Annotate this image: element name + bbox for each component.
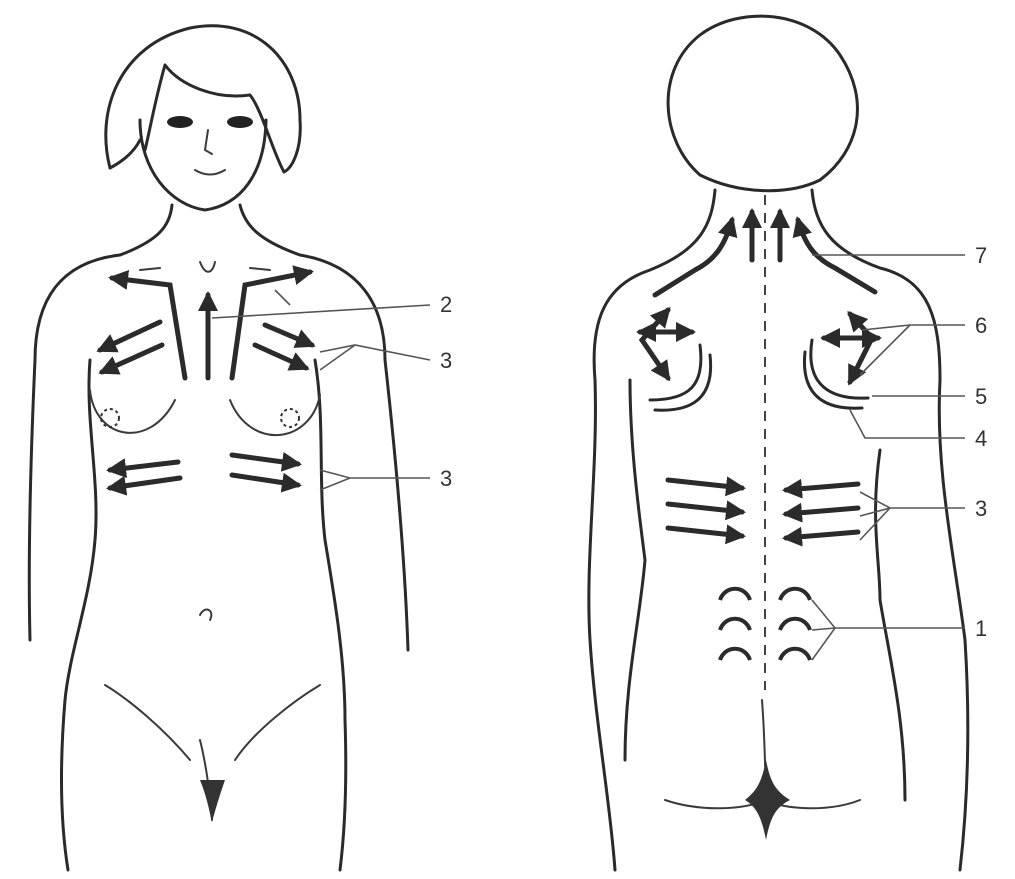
front-left-outline [29, 255, 120, 640]
arrow-left-upper-2 [102, 345, 162, 372]
front-neck [120, 205, 300, 255]
front-left-waist [62, 360, 96, 870]
front-right-outline [300, 255, 408, 650]
front-figure [29, 26, 430, 870]
clavicle-marks [140, 262, 270, 272]
arrow-right-upper-1 [265, 325, 312, 345]
back-head [668, 16, 857, 191]
navel [200, 610, 211, 620]
arrow-right-upper-2 [255, 345, 306, 368]
leader-4 [850, 410, 965, 438]
arrow-neck-left [655, 220, 732, 295]
arrow-left-lower-1 [110, 462, 178, 470]
leader-3-lower [320, 470, 430, 490]
arrow-right-lower-1 [232, 455, 298, 464]
scapula-curve-right [811, 340, 868, 398]
arrow-back-left-1 [668, 480, 742, 488]
arrow-neck-right [798, 220, 875, 292]
front-right-waist [315, 360, 346, 870]
arrow-back-left-3 [668, 528, 742, 536]
left-breast [90, 390, 175, 433]
label-front-3-upper: 3 [440, 348, 452, 373]
back-left-inner [625, 380, 645, 760]
leader-3-upper [320, 345, 430, 370]
label-back-1: 1 [975, 616, 987, 641]
groin-mark [200, 780, 225, 822]
label-front-3-lower: 3 [440, 466, 452, 491]
arrow-back-right-1 [786, 484, 858, 490]
front-face [140, 120, 266, 210]
right-eye [227, 116, 253, 128]
label-back-5: 5 [975, 384, 987, 409]
arrow-back-left-2 [668, 504, 742, 512]
right-breast [230, 395, 320, 435]
label-back-3: 3 [975, 496, 987, 521]
back-figure [589, 16, 968, 870]
label-back-4: 4 [975, 426, 987, 451]
scapula-curve-left-2 [655, 355, 711, 410]
arrow-right-lower-2 [232, 475, 298, 485]
arrow-scap-right-v [850, 314, 872, 382]
mouth [195, 170, 225, 175]
arrow-left-upper-1 [100, 322, 160, 350]
right-nipple [281, 409, 299, 427]
arrow-left-lower-2 [110, 478, 180, 488]
left-nipple [101, 409, 119, 427]
buttocks-mark [745, 760, 790, 840]
arrow-back-right-2 [786, 508, 858, 514]
arrow-back-right-3 [786, 532, 858, 538]
arrow-scap-left-v [642, 310, 668, 378]
left-eye [167, 116, 193, 128]
back-right-shoulder [812, 190, 968, 870]
label-back-7: 7 [975, 243, 987, 268]
leader-6 [860, 325, 965, 375]
front-hair [106, 26, 300, 172]
label-front-2: 2 [440, 292, 452, 317]
back-arrows [640, 212, 878, 660]
nose [205, 130, 212, 154]
callout-labels: 2 3 3 7 6 5 4 3 1 [440, 243, 987, 641]
scapula-curve-left [650, 345, 701, 400]
label-back-6: 6 [975, 313, 987, 338]
